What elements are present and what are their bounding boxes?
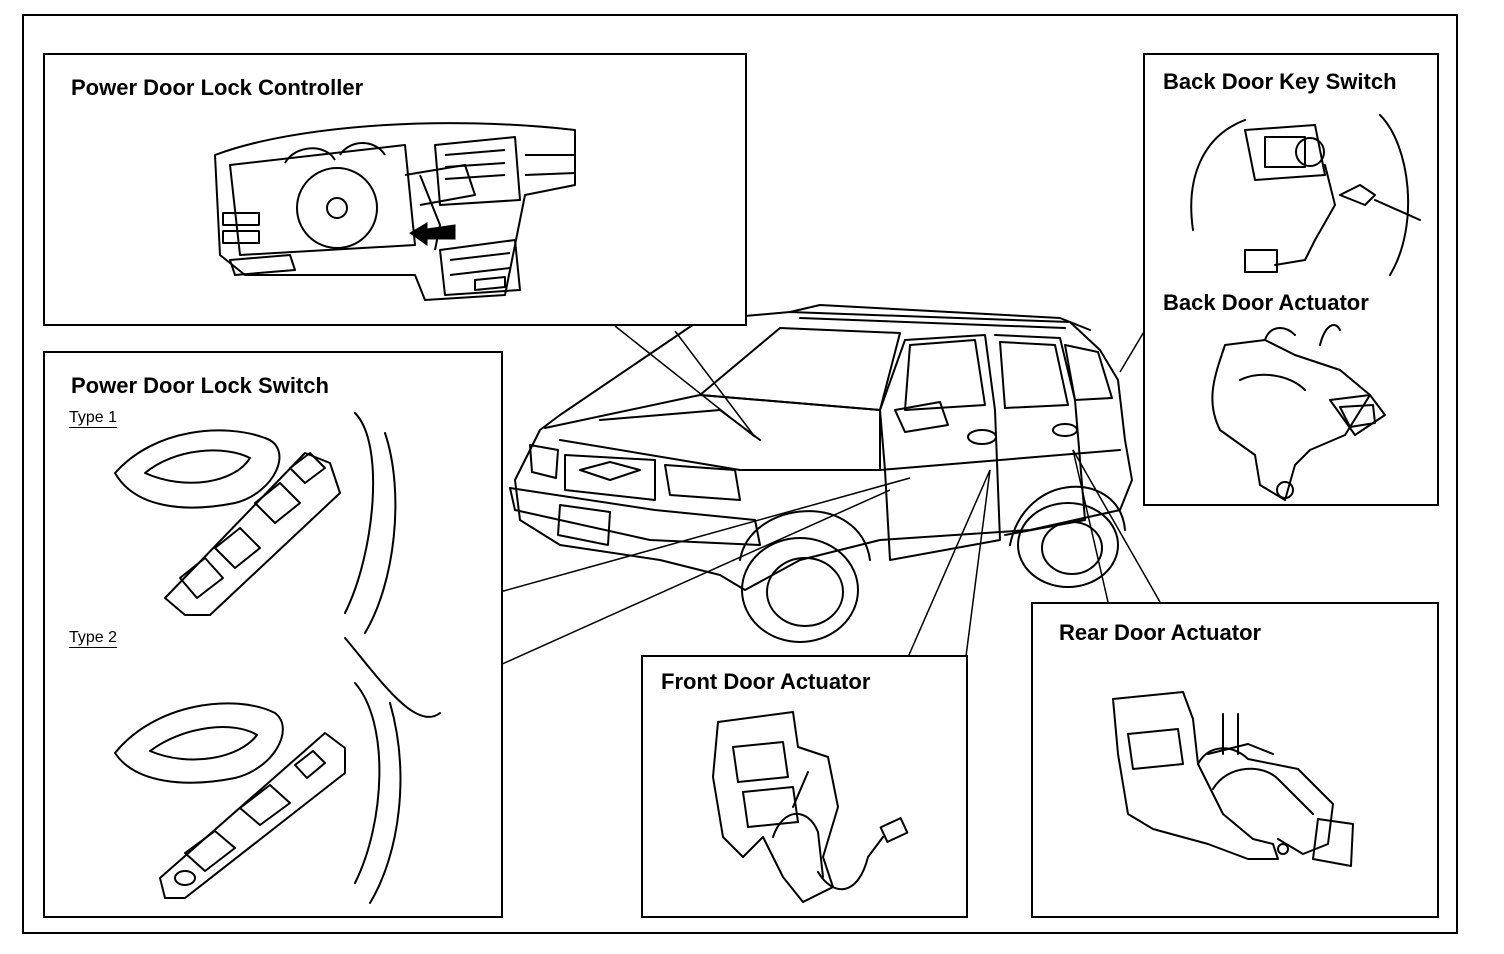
- title-back-actuator: Back Door Actuator: [1163, 290, 1369, 315]
- label-type2: Type 2: [69, 629, 118, 648]
- leader-front-actuator: [905, 470, 990, 664]
- back-door-actuator-icon: [1145, 55, 1441, 508]
- title-rear-actuator: Rear Door Actuator: [1059, 620, 1262, 645]
- leader-rear-actuator: [1073, 450, 1160, 602]
- leader-back-door: [1120, 330, 1145, 372]
- panel-back-door: Back Door Key Switch Back Door Actuator: [1143, 53, 1439, 506]
- diagram-frame: [22, 14, 1458, 934]
- panel-controller: Power Door Lock Controller: [43, 53, 747, 326]
- key-cylinder-icon: [1145, 55, 1441, 508]
- leader-switch-type2: [500, 490, 890, 665]
- title-back-key-switch: Back Door Key Switch: [1163, 69, 1397, 94]
- window-switch-icon: [45, 353, 505, 920]
- title-front-actuator: Front Door Actuator: [661, 669, 871, 694]
- rear-door-actuator-icon: [1033, 604, 1441, 920]
- panel-rear-actuator: Rear Door Actuator: [1031, 602, 1439, 918]
- title-switch: Power Door Lock Switch: [71, 373, 329, 398]
- label-type1: Type 1: [69, 409, 118, 428]
- door-actuator-icon: [643, 657, 970, 920]
- panel-front-actuator: Front Door Actuator: [641, 655, 968, 918]
- leader-switch-type1: [500, 478, 910, 592]
- dashboard-controller-icon: [45, 55, 749, 328]
- title-controller: Power Door Lock Controller: [71, 75, 364, 100]
- panel-switch: Power Door Lock Switch Type 1 Type 2: [43, 351, 503, 918]
